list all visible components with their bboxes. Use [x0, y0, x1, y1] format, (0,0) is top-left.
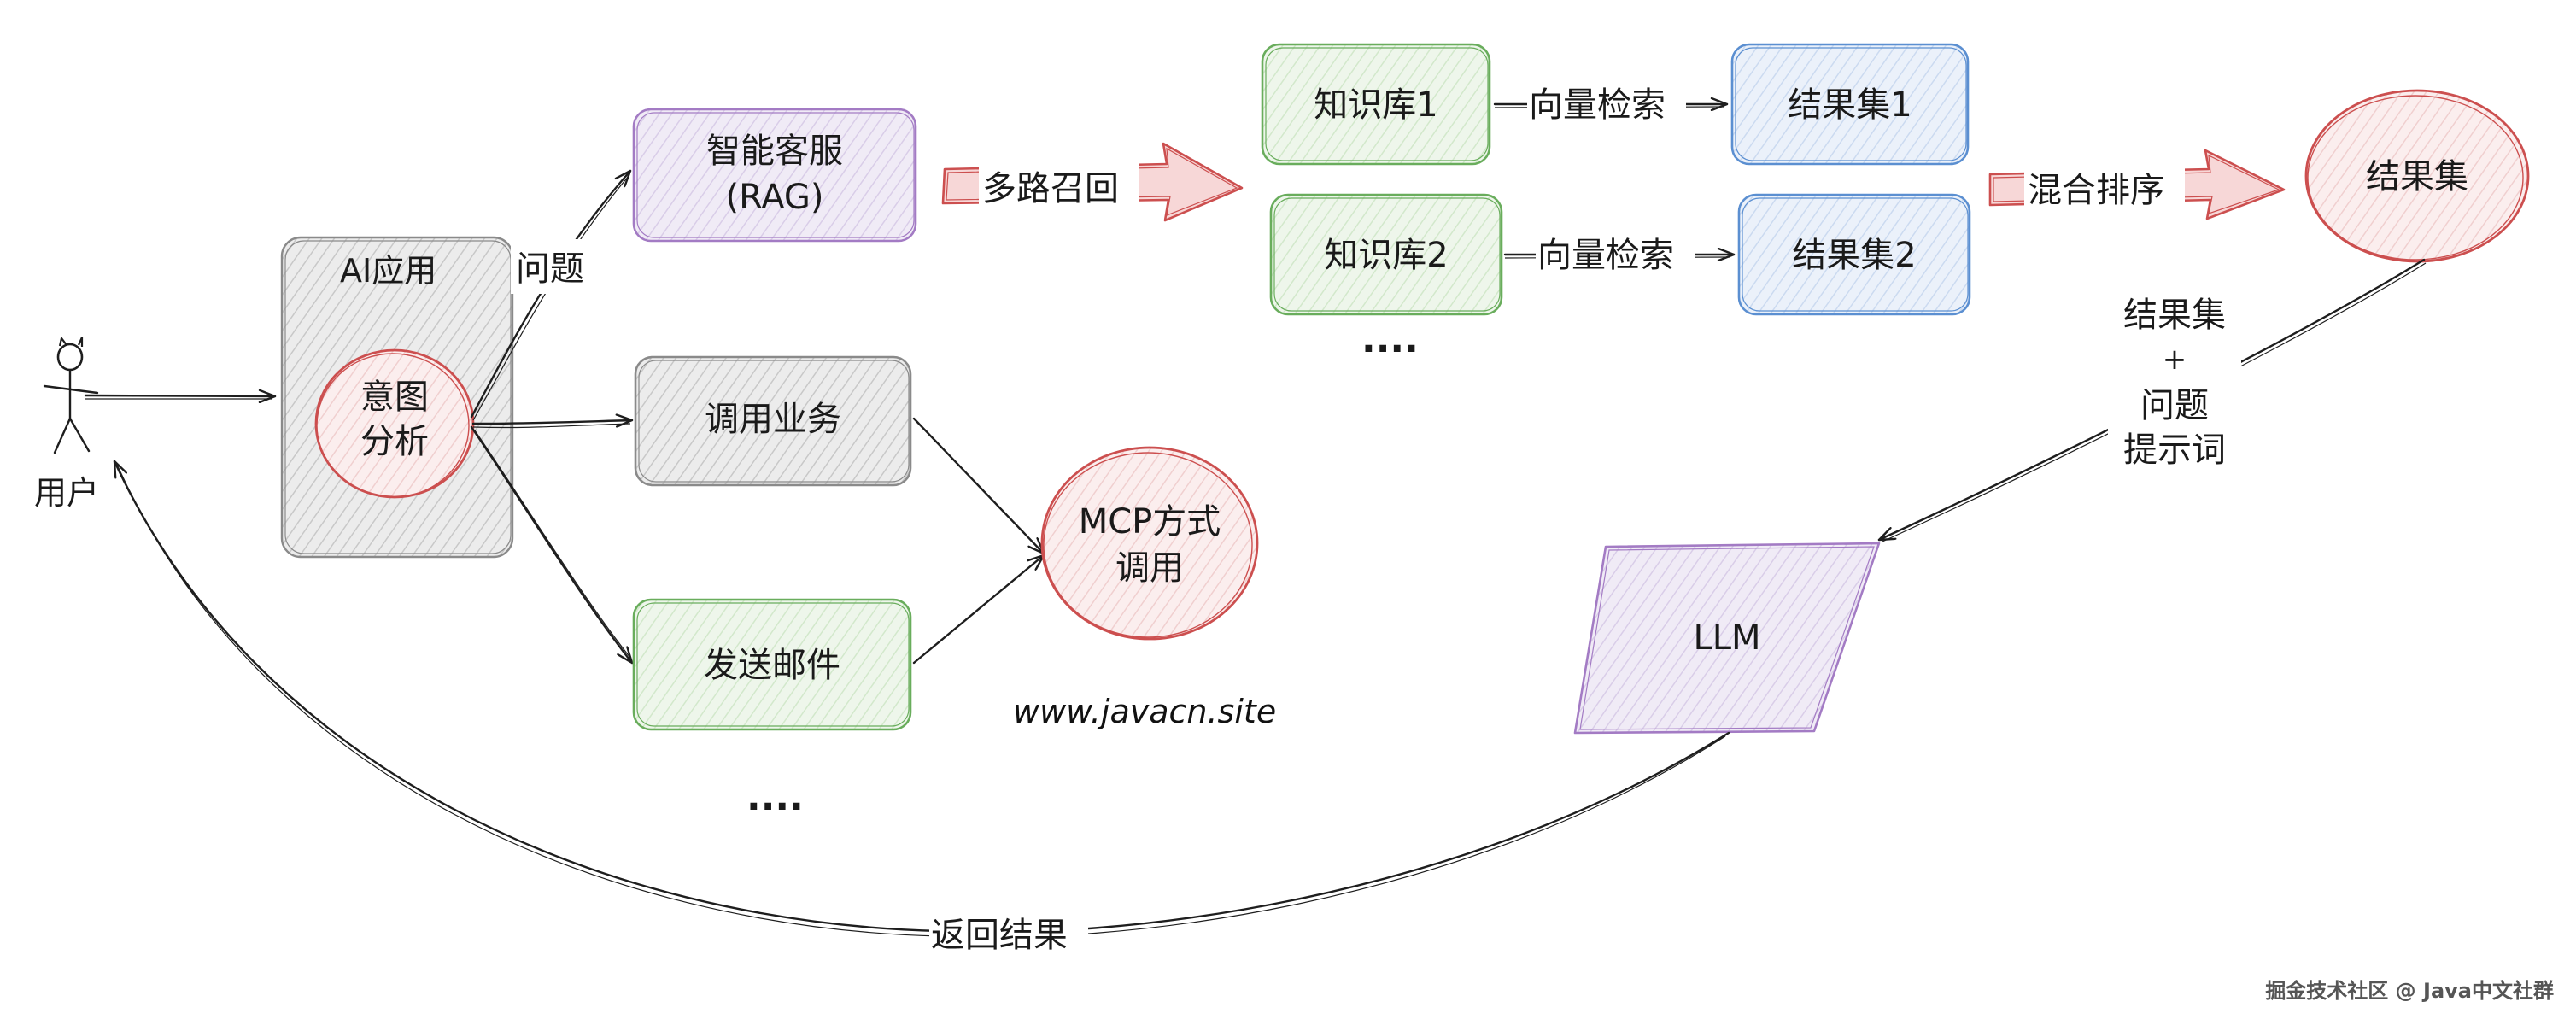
vector-search-2-bg [1536, 229, 1695, 277]
call-business-label: 调用业务 [705, 400, 841, 439]
branches-ellipsis: .... [746, 776, 804, 819]
intent-label-line1: 意图 [360, 378, 429, 417]
hybrid-sort-label: 混合排序 [2028, 171, 2164, 210]
multi-recall-arrow: 多路召回 [941, 142, 1244, 222]
call-business-node: 调用业务 [634, 355, 912, 487]
edge-user-to-ai-app [84, 395, 277, 399]
intent-label-line2: 分析 [360, 422, 429, 461]
ai-app-label: AI应用 [340, 252, 436, 290]
user-actor: 用户 [34, 336, 99, 512]
prompt-label-line2: + [2163, 343, 2187, 377]
return-result-label-bg [929, 909, 1088, 958]
send-email-label: 发送邮件 [704, 646, 840, 685]
edge-intent-to-call-biz [471, 420, 634, 429]
edge-send-mail-to-mcp [912, 554, 1045, 665]
knowledge-base-1-node: 知识库1 [1261, 43, 1491, 166]
prompt-label-line3: 问题 [2140, 386, 2209, 425]
mcp-label-line2: 调用 [1115, 548, 1184, 588]
rag-service-node: 智能客服 (RAG) [632, 108, 917, 243]
result-set-1-node: 结果集1 [1730, 43, 1970, 166]
intent-analysis-node: 意图 分析 [314, 348, 475, 499]
rs2-label: 结果集2 [1792, 236, 1916, 275]
watermark: 掘金技术社区 @ Java中文社群 [2265, 979, 2554, 1003]
edge-call-biz-to-mcp [912, 417, 1045, 555]
prompt-label-bg [2108, 285, 2241, 485]
rag-label-line1: 智能客服 [706, 132, 843, 171]
final-result-set-label: 结果集 [2366, 157, 2468, 196]
site-url: www.javacn.site [1013, 693, 1276, 730]
prompt-label-line1: 结果集 [2123, 296, 2226, 335]
final-result-set-node: 结果集 [2304, 89, 2530, 263]
vector-search-1-label: 向量检索 [1529, 85, 1666, 125]
hybrid-sort-arrow: 混合排序 [1988, 149, 2286, 220]
prompt-label-line4: 提示词 [2123, 430, 2226, 470]
rs1-label: 结果集1 [1788, 85, 1912, 125]
edge-intent-to-rag [470, 169, 632, 421]
send-email-node: 发送邮件 [632, 598, 912, 731]
knowledge-base-2-node: 知识库2 [1269, 193, 1503, 316]
vector-search-1-bg [1527, 79, 1686, 126]
llm-label: LLM [1693, 618, 1760, 658]
mcp-label-line1: MCP方式 [1079, 502, 1221, 542]
return-result-label: 返回结果 [931, 916, 1068, 955]
multi-recall-label-bg [979, 162, 1139, 208]
kb-ellipsis: .... [1361, 318, 1419, 361]
user-stick-figure-icon [43, 336, 99, 454]
edge-intent-to-send-mail [470, 425, 634, 665]
llm-node: LLM [1573, 542, 1881, 735]
result-set-2-node: 结果集2 [1737, 193, 1971, 316]
user-label: 用户 [34, 474, 99, 512]
mcp-call-node: MCP方式 调用 [1040, 446, 1259, 641]
multi-recall-label: 多路召回 [982, 169, 1119, 208]
edge-llm-to-user [113, 460, 1730, 939]
kb2-label: 知识库2 [1324, 236, 1448, 275]
kb1-label: 知识库1 [1314, 85, 1437, 125]
vector-search-2-label: 向量检索 [1537, 236, 1674, 275]
question-label: 问题 [516, 249, 584, 289]
question-label-bg [511, 239, 596, 294]
hybrid-sort-label-bg [2024, 164, 2185, 212]
rag-label-line2: (RAG) [725, 178, 823, 217]
